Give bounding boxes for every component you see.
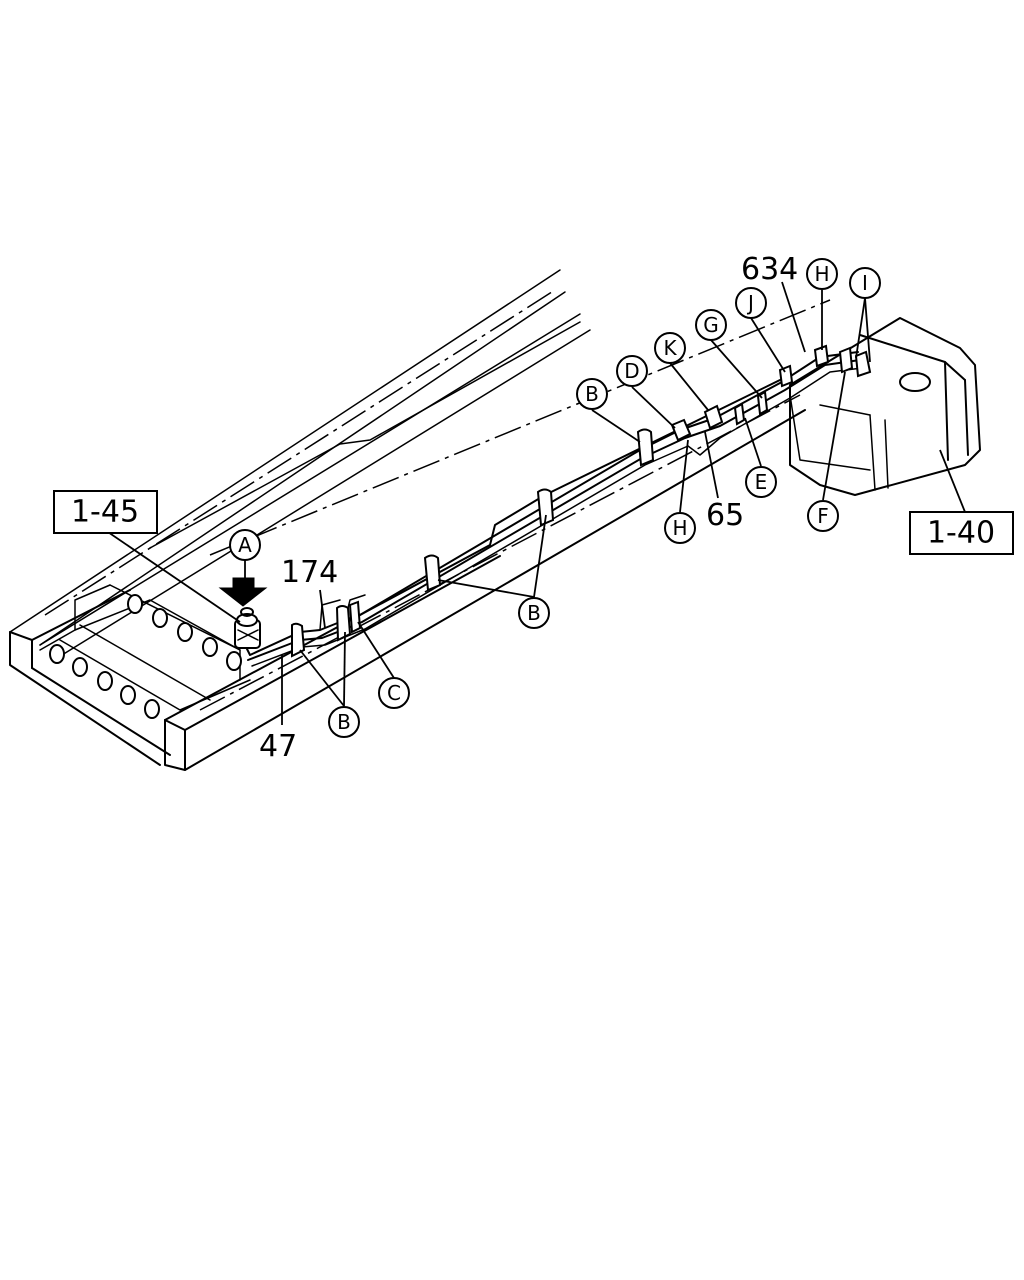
callout-H-lower: H — [664, 512, 696, 544]
callout-label-C: C — [387, 681, 401, 705]
callout-C: C — [378, 677, 410, 709]
callout-label-D: D — [624, 359, 639, 383]
callout-B-middle: B — [518, 597, 550, 629]
callout-label-E: E — [755, 470, 768, 494]
callout-F: F — [807, 500, 839, 532]
ref-box-1-45: 1-45 — [53, 490, 158, 534]
callout-label-K: K — [663, 336, 677, 360]
callout-label-H: H — [814, 262, 829, 286]
direction-arrow — [218, 577, 268, 607]
part-number-65: 65 — [706, 498, 744, 533]
callout-D: D — [616, 355, 648, 387]
fuel-tank — [789, 317, 981, 496]
callout-K: K — [654, 332, 686, 364]
callout-H-upper: H — [806, 258, 838, 290]
ref-box-1-40: 1-40 — [909, 511, 1014, 555]
callout-J: J — [735, 287, 767, 319]
frame-holes — [49, 594, 242, 719]
callout-E: E — [745, 466, 777, 498]
part-number-174: 174 — [281, 555, 338, 590]
leader-lines — [104, 281, 966, 725]
callout-A: A — [229, 529, 261, 561]
callout-label-F: F — [817, 504, 829, 528]
callout-G: G — [695, 309, 727, 341]
fuel-filter — [234, 607, 261, 649]
callout-label-G: G — [703, 313, 719, 337]
callout-I: I — [849, 267, 881, 299]
callout-B-bottom-left: B — [328, 706, 360, 738]
callout-label-B: B — [527, 601, 541, 625]
callout-label-J: J — [746, 291, 754, 315]
ref-label-1-40: 1-40 — [927, 516, 995, 551]
part-number-634: 634 — [741, 252, 798, 287]
part-number-47: 47 — [259, 729, 297, 764]
pipe-clips — [291, 344, 872, 658]
callout-label-I: I — [862, 271, 868, 295]
ref-label-1-45: 1-45 — [71, 495, 139, 530]
callout-B-upper: B — [576, 378, 608, 410]
callout-label-A: A — [238, 533, 252, 557]
frame-rail — [9, 269, 831, 771]
callout-label-H: H — [672, 516, 687, 540]
callout-label-B: B — [585, 382, 599, 406]
callout-label-B: B — [337, 710, 351, 734]
